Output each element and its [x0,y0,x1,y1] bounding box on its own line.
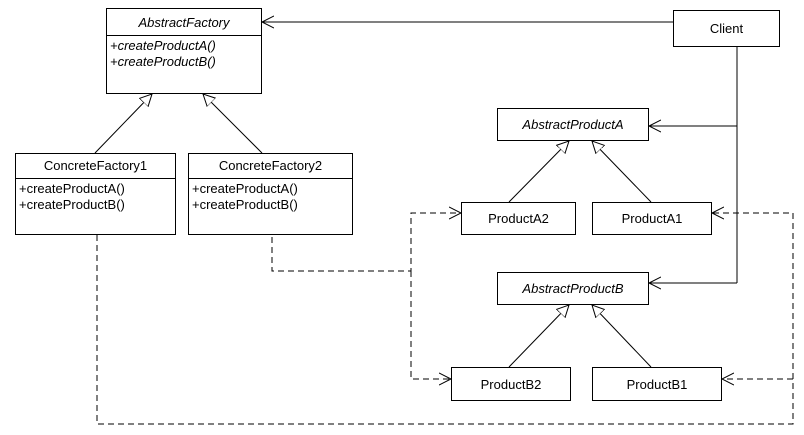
concrete-factory-1-operations: +createProductA() +createProductB() [16,178,175,237]
abstract-factory-class[interactable]: AbstractFactory +createProductA() +creat… [106,8,262,94]
product-b2-class[interactable]: ProductB2 [451,367,571,401]
abstract-product-b-class[interactable]: AbstractProductB [497,272,649,305]
abstract-product-a-name: AbstractProductA [522,117,624,132]
product-b1-name: ProductB1 [626,376,688,392]
a1-generalization-line [592,141,652,203]
product-a1-name: ProductA1 [621,211,683,226]
cf1-generalization-line [94,94,152,154]
operation: +createProductB() [110,54,216,69]
concrete-factory-1-class[interactable]: ConcreteFactory1 +createProductA() +crea… [15,153,176,235]
cf1-to-product-a1-dependency [96,213,794,425]
abstract-product-a-class[interactable]: AbstractProductA [497,108,649,141]
abstract-factory-name: AbstractFactory [138,15,230,30]
abstract-product-b-name: AbstractProductB [522,281,624,296]
product-a2-class[interactable]: ProductA2 [461,202,576,235]
operation: +createProductB() [19,197,125,212]
product-b1-class[interactable]: ProductB1 [592,367,722,401]
concrete-factory-2-name: ConcreteFactory2 [218,158,323,173]
operation: +createProductB() [192,197,298,212]
operation: +createProductA() [110,38,216,53]
abstract-factory-operations: +createProductA() +createProductB() [107,35,261,98]
concrete-factory-2-operations: +createProductA() +createProductB() [189,178,352,237]
cf2-to-product-b2-dependency [410,271,451,379]
b1-generalization-line [592,305,652,368]
concrete-factory-1-name: ConcreteFactory1 [43,158,148,173]
product-a1-class[interactable]: ProductA1 [592,202,712,235]
operation: +createProductA() [192,181,298,196]
concrete-factory-2-class[interactable]: ConcreteFactory2 +createProductA() +crea… [188,153,353,235]
cf2-generalization-line [203,94,263,154]
product-a2-name: ProductA2 [488,211,549,226]
client-name: Client [709,21,744,36]
b2-generalization-line [508,305,569,368]
operation: +createProductA() [19,181,125,196]
client-class[interactable]: Client [673,10,780,47]
product-b2-name: ProductB2 [480,376,542,392]
a2-generalization-line [508,141,569,203]
